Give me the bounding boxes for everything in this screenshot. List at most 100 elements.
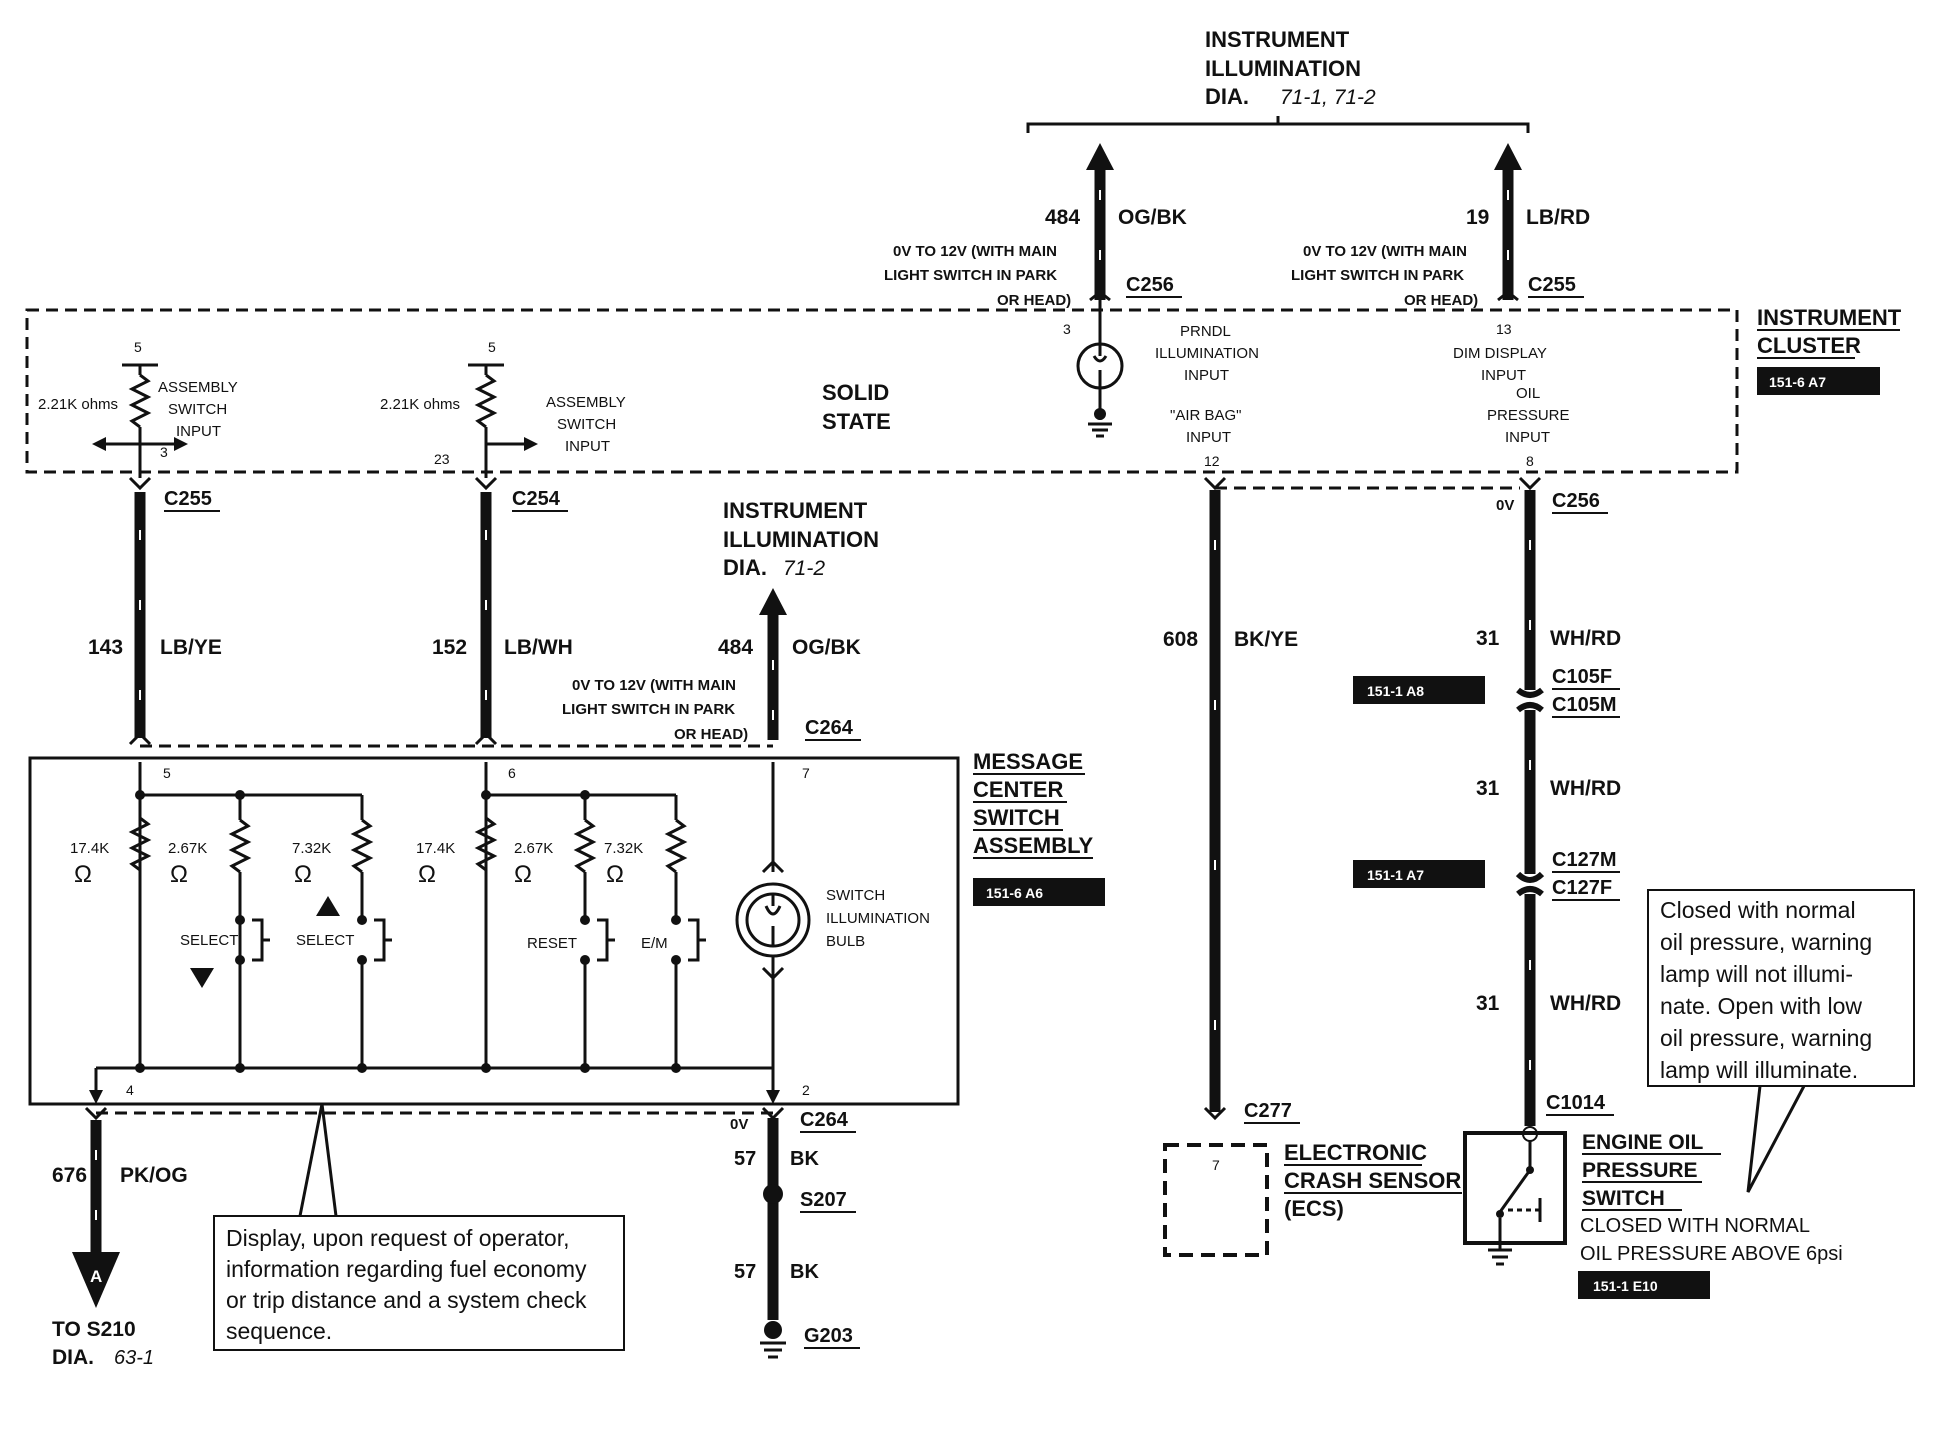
w19-num: 19 (1466, 206, 1489, 229)
c105m-label: C105M (1552, 694, 1616, 716)
prndl-line1: PRNDL (1180, 323, 1231, 340)
msg-title4: ASSEMBLY (973, 833, 1094, 858)
oil-note-line6: lamp will illuminate. (1660, 1057, 1858, 1083)
mc-r3-val: 7.32K (292, 840, 331, 857)
c1014-label: C1014 (1546, 1092, 1606, 1114)
node-dot (481, 790, 491, 800)
cl-ohms-b: 2.21K ohms (380, 396, 460, 413)
w143-num: 143 (88, 636, 123, 659)
ref127-text: 151-1 A7 (1367, 867, 1424, 883)
c127m-label: C127M (1552, 849, 1616, 871)
ground-g203-dot (764, 1321, 782, 1339)
mc-r2-omega: Ω (170, 861, 188, 888)
w31b-color: WH/RD (1550, 777, 1621, 800)
w484-top-volt1: 0V TO 12V (WITH MAIN (893, 243, 1057, 260)
mc-select-up-label: SELECT (296, 932, 354, 949)
mc-r5-val: 2.67K (514, 840, 553, 857)
ecs-line1: ELECTRONIC (1284, 1140, 1427, 1165)
dim-line2: INPUT (1481, 367, 1526, 384)
w57-conn: C264 (800, 1109, 849, 1131)
to-s210-dia: DIA. (52, 1346, 94, 1369)
ecs-line2: CRASH SENSOR (1284, 1168, 1461, 1193)
w31-top-mark (1518, 476, 1542, 491)
oil-switch-line5: OIL PRESSURE ABOVE 6psi (1580, 1243, 1843, 1265)
oil-switch-line3: SWITCH (1582, 1187, 1665, 1210)
switch-contact (357, 915, 367, 925)
node-dot (481, 1063, 491, 1073)
cl-res-b-arrow (524, 437, 538, 451)
w19-color: LB/RD (1526, 206, 1590, 229)
s207-label: S207 (800, 1189, 847, 1211)
mc-r2-val: 2.67K (168, 840, 207, 857)
display-note-pointer (298, 1103, 338, 1217)
cluster-title2: CLUSTER (1757, 333, 1861, 358)
w484-mid-num: 484 (718, 636, 753, 659)
node-dot (135, 790, 145, 800)
wire-tracer-marks (95, 190, 1531, 1220)
w143-conn: C255 (164, 488, 212, 510)
wire-152-conn-marks (474, 476, 498, 746)
w152-conn: C254 (512, 488, 561, 510)
oil-in-line1: OIL (1516, 385, 1540, 402)
top-illum-line1: INSTRUMENT (1205, 27, 1350, 52)
cl-res-a-arrow-right (174, 437, 188, 451)
switch-contact (235, 955, 245, 965)
mid-illum-line1: INSTRUMENT (723, 498, 868, 523)
cl-asm-a1: ASSEMBLY (158, 379, 238, 396)
bulb-label3: BULB (826, 933, 865, 950)
display-note-box (213, 1215, 625, 1351)
top-illum-refs: 71-1, 71-2 (1280, 86, 1376, 109)
down-arrow-icon (190, 968, 214, 988)
instrument-cluster-box (25, 308, 1739, 474)
switch-contact (235, 915, 245, 925)
switch-em (688, 918, 706, 962)
ecs-pin: 7 (1212, 1157, 1220, 1173)
cl-ohms-a: 2.21K ohms (38, 396, 118, 413)
top-bracket (1026, 122, 1530, 133)
mc-resistor-r3 (350, 818, 374, 874)
msg-ref-text: 151-6 A6 (986, 885, 1043, 901)
w484-top-color: OG/BK (1118, 206, 1187, 229)
mc-bulb-top-mark (761, 859, 785, 874)
oil-switch-contact2 (1496, 1210, 1504, 1218)
c127-connector-b (1516, 886, 1544, 897)
oil-in-line3: INPUT (1505, 429, 1550, 446)
wire-19-arrow (1494, 143, 1522, 170)
display-note-line4: sequence. (226, 1318, 332, 1344)
w152-color: LB/WH (504, 636, 573, 659)
mc-r6-val: 7.32K (604, 840, 643, 857)
bulb-label1: SWITCH (826, 887, 885, 904)
w57a-color: BK (790, 1148, 819, 1170)
mc-resistor-r2 (228, 818, 252, 874)
w608-top-mark (1203, 476, 1227, 491)
node-dot (135, 1063, 145, 1073)
mc-r4-omega: Ω (418, 861, 436, 888)
c105-connector-b (1516, 702, 1544, 713)
connector-a-letter: A (90, 1267, 102, 1286)
w608-conn: C277 (1244, 1100, 1292, 1122)
oil-note-line1: Closed with normal (1660, 897, 1856, 923)
cl-pin3: 3 (160, 444, 168, 460)
message-center-box (28, 756, 960, 1106)
mc-r5-omega: Ω (514, 861, 532, 888)
airbag-line2: INPUT (1186, 429, 1231, 446)
w484-top-volt2: LIGHT SWITCH IN PARK (884, 267, 1057, 284)
cl-pin3-lamp: 3 (1063, 321, 1071, 337)
w19-conn: C255 (1528, 274, 1576, 296)
mid-illum-ref: 71-2 (783, 557, 825, 580)
ref105-text: 151-1 A8 (1367, 683, 1424, 699)
to-s210-label: TO S210 (52, 1318, 136, 1341)
cl-asm-b3: INPUT (565, 438, 610, 455)
c105f-label: C105F (1552, 666, 1612, 688)
oil-note-line5: oil pressure, warning (1660, 1025, 1872, 1051)
top-illum-line2: ILLUMINATION (1205, 56, 1361, 81)
msg-pin4: 4 (126, 1082, 134, 1098)
mc-em-label: E/M (641, 935, 668, 952)
cl-pin12: 12 (1204, 453, 1220, 469)
cl-asm-a2: SWITCH (168, 401, 227, 418)
prndl-ground-dot (1094, 408, 1106, 420)
oil-note-pointer (1746, 1085, 1806, 1193)
w608-bottom-mark (1203, 1106, 1227, 1121)
bulb-filament (764, 894, 782, 946)
